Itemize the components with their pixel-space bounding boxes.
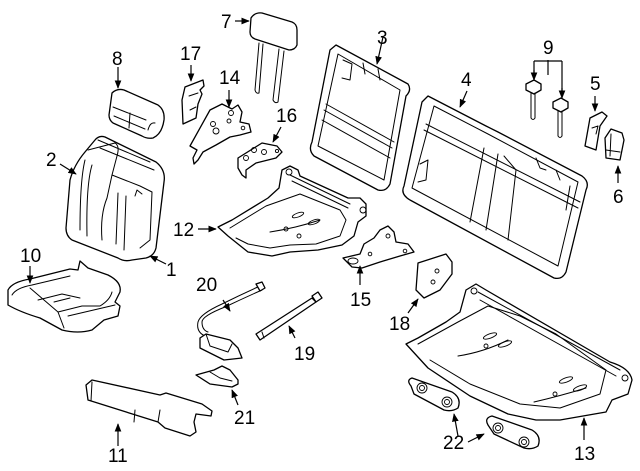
callout-18[interactable]: 18 — [389, 314, 410, 335]
leader-21 — [231, 389, 239, 406]
seat-cushion-frame-left-part[interactable] — [217, 165, 367, 257]
seat-cushion-frame-right-part[interactable] — [405, 283, 633, 421]
callout-22[interactable]: 22 — [443, 433, 464, 454]
leader-22a — [452, 413, 459, 437]
leader-19 — [288, 325, 296, 339]
leader-16 — [272, 126, 282, 143]
release-cable-handle-part[interactable] — [197, 281, 266, 361]
callout-5[interactable]: 5 — [590, 74, 601, 95]
callout-10[interactable]: 10 — [20, 246, 41, 267]
support-bracket-part[interactable] — [342, 225, 415, 269]
callout-15[interactable]: 15 — [350, 290, 371, 311]
callout-labels: 7 8 17 14 16 2 1 10 11 12 3 4 9 5 6 15 1… — [20, 12, 624, 467]
seat-cushion-part[interactable] — [7, 260, 121, 333]
seat-back-frame-left-part[interactable] — [309, 44, 411, 192]
callout-14[interactable]: 14 — [219, 68, 241, 89]
leader-1 — [149, 255, 167, 265]
leader-lines — [26, 17, 622, 446]
callout-16[interactable]: 16 — [276, 106, 297, 127]
callout-8[interactable]: 8 — [112, 49, 123, 70]
leader-20 — [222, 299, 231, 312]
leader-2 — [59, 163, 77, 175]
leader-18 — [407, 298, 419, 314]
mounting-pads-part[interactable] — [408, 377, 540, 450]
headrest-guide-part[interactable] — [584, 111, 608, 151]
callout-12[interactable]: 12 — [173, 220, 194, 241]
armrest-part[interactable] — [108, 88, 165, 139]
callout-2[interactable]: 2 — [46, 150, 57, 171]
seat-back-frame-right-part[interactable] — [402, 95, 588, 280]
callout-7[interactable]: 7 — [221, 12, 232, 33]
callout-21[interactable]: 21 — [234, 408, 255, 429]
leader-3 — [375, 36, 384, 65]
hinge-bracket-part[interactable] — [189, 103, 252, 165]
side-shield-part[interactable] — [85, 379, 213, 437]
callout-1[interactable]: 1 — [166, 260, 177, 281]
headrest-guide-cap-part[interactable] — [604, 128, 625, 161]
leader-22b — [467, 433, 485, 443]
callout-6[interactable]: 6 — [613, 187, 624, 208]
callout-17[interactable]: 17 — [180, 44, 201, 65]
callout-19[interactable]: 19 — [294, 344, 315, 365]
leader-4 — [459, 90, 468, 108]
headrest-guides-part[interactable] — [525, 79, 569, 138]
end-cover-part[interactable] — [415, 253, 453, 299]
callout-11[interactable]: 11 — [108, 446, 128, 467]
callout-3[interactable]: 3 — [377, 28, 388, 49]
pivot-bracket-part[interactable] — [237, 142, 283, 179]
callout-13[interactable]: 13 — [574, 444, 595, 465]
callout-4[interactable]: 4 — [461, 70, 472, 91]
trim-cover-part[interactable] — [181, 79, 205, 125]
latch-cover-part[interactable] — [195, 365, 239, 388]
headrest-part[interactable] — [249, 12, 298, 104]
leader-9-bracket — [533, 60, 563, 96]
seat-back-cushion-part[interactable] — [65, 135, 165, 262]
callout-20[interactable]: 20 — [196, 275, 217, 296]
callout-9[interactable]: 9 — [543, 38, 554, 59]
support-rod-part[interactable] — [255, 291, 323, 341]
